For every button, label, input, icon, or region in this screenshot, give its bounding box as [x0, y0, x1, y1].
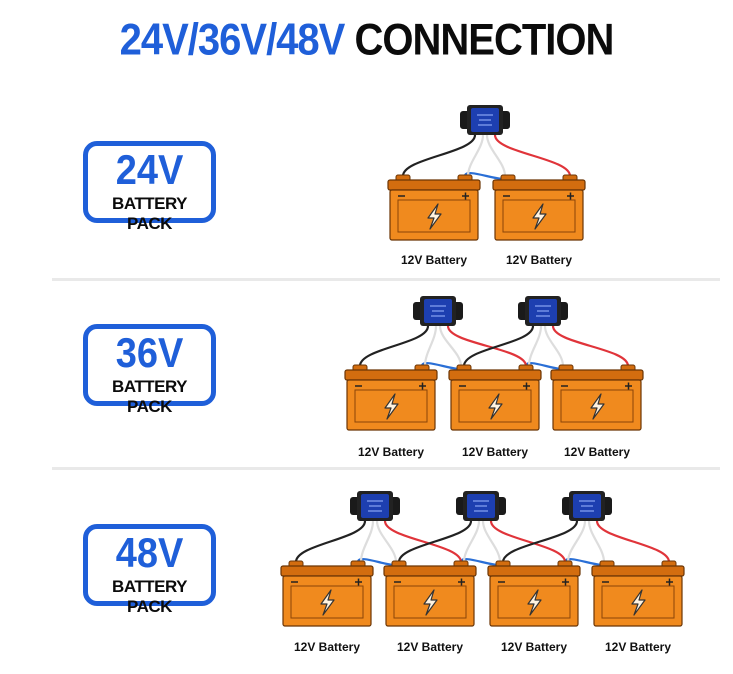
- battery-label: 12V Battery: [397, 640, 463, 654]
- lightning-bolt-icon: [384, 393, 399, 420]
- battery-panel: [458, 389, 532, 423]
- section-divider: [52, 278, 720, 281]
- wire: [401, 133, 477, 178]
- wire: [527, 324, 543, 368]
- battery-panel: [560, 389, 634, 423]
- lightning-bolt-icon: [532, 203, 547, 230]
- battery-icon: [550, 364, 644, 431]
- battery-lid: [387, 179, 481, 191]
- battery-label: 12V Battery: [564, 445, 630, 459]
- battery-lid: [344, 369, 438, 381]
- wire: [462, 324, 535, 368]
- wire: [462, 519, 481, 564]
- battery-icon: [280, 560, 374, 627]
- wire: [501, 519, 579, 564]
- lightning-bolt-icon: [423, 589, 438, 616]
- wire: [587, 519, 606, 564]
- battery-label: 12V Battery: [294, 640, 360, 654]
- wire: [595, 519, 671, 564]
- wire: [466, 133, 485, 178]
- battery-balancer-icon: [518, 296, 568, 326]
- lightning-bolt-icon: [590, 393, 605, 420]
- lightning-bolt-icon: [320, 589, 335, 616]
- wire: [566, 519, 587, 564]
- pack-badge-36v: 36V BATTERY PACK: [83, 324, 216, 416]
- title-voltages: 24V/36V/48V: [119, 15, 346, 65]
- battery-label: 12V Battery: [605, 640, 671, 654]
- battery-label: 12V Battery: [358, 445, 424, 459]
- battery-panel: [290, 585, 364, 619]
- battery-balancer-icon: [413, 296, 463, 326]
- pack-badge-24v: 24V BATTERY PACK: [83, 141, 216, 233]
- wire: [375, 519, 398, 564]
- battery-lid: [280, 565, 374, 577]
- wire: [446, 324, 528, 368]
- battery-icon: [591, 560, 685, 627]
- battery-label: 12V Battery: [501, 640, 567, 654]
- battery-panel: [354, 389, 428, 423]
- pack-badge-48v: 48V BATTERY PACK: [83, 524, 216, 616]
- battery-panel: [397, 199, 471, 233]
- battery-panel: [601, 585, 675, 619]
- wire: [358, 324, 430, 368]
- wire: [423, 324, 438, 368]
- wire: [294, 519, 367, 564]
- battery-lid: [487, 565, 581, 577]
- battery-lid: [550, 369, 644, 381]
- wire: [397, 519, 473, 564]
- battery-balancer-icon: [456, 491, 506, 521]
- battery-lid: [492, 179, 586, 191]
- battery-label: 12V Battery: [506, 253, 572, 267]
- lightning-bolt-icon: [488, 393, 503, 420]
- pack-label: BATTERY PACK: [112, 194, 187, 233]
- pack-voltage: 36V: [115, 330, 184, 378]
- wire: [383, 519, 463, 564]
- battery-balancer-icon: [460, 105, 510, 135]
- wire: [481, 519, 502, 564]
- battery-balancer-icon: [350, 491, 400, 521]
- battery-icon: [383, 560, 477, 627]
- battery-label: 12V Battery: [462, 445, 528, 459]
- battery-lid: [383, 565, 477, 577]
- battery-icon: [448, 364, 542, 431]
- battery-balancer-icon: [562, 491, 612, 521]
- battery-icon: [487, 560, 581, 627]
- wire: [543, 324, 565, 368]
- lightning-bolt-icon: [527, 589, 542, 616]
- page-title: 24V/36V/48V CONNECTION: [0, 15, 733, 65]
- lightning-bolt-icon: [631, 589, 646, 616]
- lightning-bolt-icon: [427, 203, 442, 230]
- battery-lid: [591, 565, 685, 577]
- battery-panel: [502, 199, 576, 233]
- section-divider: [52, 467, 720, 470]
- battery-label: 12V Battery: [401, 253, 467, 267]
- pack-voltage: 48V: [115, 530, 184, 578]
- battery-icon: [492, 174, 586, 241]
- wire: [551, 324, 630, 368]
- wire: [438, 324, 463, 368]
- wire: [493, 133, 572, 178]
- pack-label: BATTERY PACK: [112, 377, 187, 416]
- title-connection: CONNECTION: [354, 15, 614, 65]
- battery-panel: [393, 585, 467, 619]
- battery-lid: [448, 369, 542, 381]
- pack-voltage: 24V: [115, 147, 184, 195]
- wire: [359, 519, 375, 564]
- battery-icon: [344, 364, 438, 431]
- wire: [489, 519, 567, 564]
- pack-label: BATTERY PACK: [112, 577, 187, 616]
- wire: [485, 133, 507, 178]
- battery-panel: [497, 585, 571, 619]
- battery-icon: [387, 174, 481, 241]
